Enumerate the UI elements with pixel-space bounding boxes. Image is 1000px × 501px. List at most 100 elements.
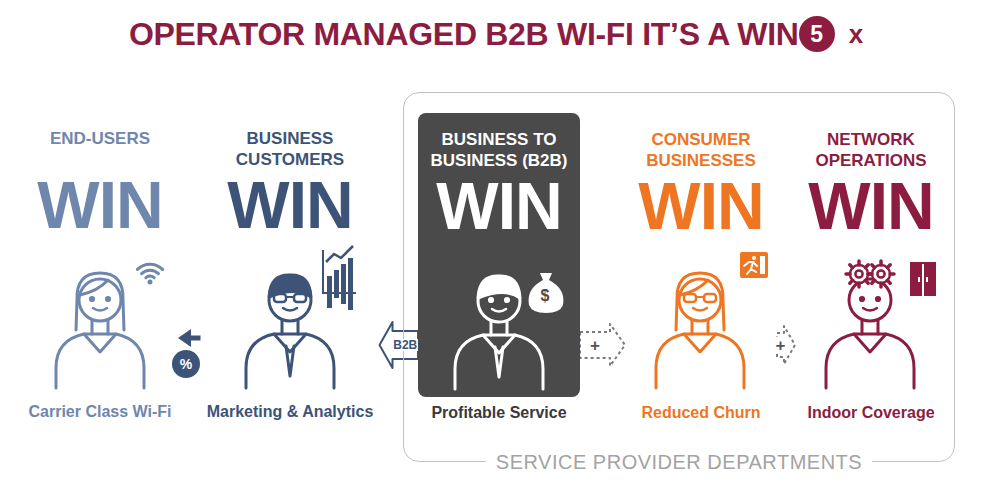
gear-tooth [872,280,875,283]
gear-hub [877,270,884,277]
gear-tooth [887,280,890,283]
block-arrow [580,324,625,366]
wifi-dot [148,280,153,285]
gear-tooth [865,280,868,283]
door-handle [918,277,920,282]
eye [860,297,863,300]
win-column: CONSUMER BUSINESSESWINReduced Churn [625,113,777,431]
exit-icon [740,252,768,278]
tie [495,347,503,377]
gear-tooth [872,265,875,268]
benefit-caption: Carrier Class Wi-Fi [28,402,171,422]
wifi-arc [137,264,162,269]
collar [274,334,306,352]
win-word: WIN [37,172,162,238]
icon-symbol: % [180,357,192,371]
count-badge: 5 [799,16,835,52]
times-sign: x [849,19,863,50]
eye [505,298,508,301]
head [849,279,891,321]
win-column: BUSINESS CUSTOMERSWIN Marketing & Analyti… [201,112,380,430]
arrow-label: + [775,337,787,354]
collar [854,334,886,352]
gear-rim [850,265,868,283]
chart-trend [326,246,353,262]
icon-symbol: $ [541,288,550,304]
exit-sign [740,252,768,278]
exit-runner-head [752,256,756,260]
benefit-caption: Marketing & Analytics [207,402,374,422]
wifi-arc [142,270,159,273]
exit-door [760,256,765,274]
gear-tooth [857,283,861,287]
hair [76,273,124,330]
gear-tooth [868,272,872,276]
gear-tooth [857,261,861,265]
glasses [704,294,716,302]
person-icon [455,276,543,389]
gear-tooth [887,265,890,268]
eye [876,297,879,300]
collar [684,334,716,352]
win-column: NETWORK OPERATIONSWIN Indoor Coverage [795,113,947,431]
chart-icon [323,246,356,310]
title-row: OPERATOR MANAGED B2B WI-FI IT’S A WIN 5 x [0,8,1000,60]
tie [286,346,294,376]
door [910,262,936,296]
torso [56,334,144,388]
gear-hub [855,270,862,277]
torso [246,334,334,388]
column-heading: CONSUMER BUSINESSES [631,129,771,171]
head [679,279,721,321]
group-label: SERVICE PROVIDER DEPARTMENTS [486,451,872,473]
person-icon [826,261,914,388]
gear-tooth [850,265,853,268]
wifi-icon [137,264,162,284]
benefit-caption: Indoor Coverage [807,403,934,423]
smile [492,309,506,312]
gear-rim [872,265,890,283]
money-bag-icon [529,273,564,313]
column-heading: BUSINESS CUSTOMERS [220,128,360,170]
gear-tooth [879,261,883,265]
person-icon [56,273,144,388]
glasses-bridge [696,296,704,298]
win-word: WIN [227,172,352,238]
benefit-caption: Profitable Service [431,403,566,423]
torso [455,335,543,389]
eye [489,298,492,301]
short-hair [478,276,520,298]
door-split [922,264,924,296]
title: OPERATOR MANAGED B2B WI-FI IT’S A WIN [129,16,799,53]
gear-icon [868,261,894,287]
fringe [680,280,708,295]
exit-runner [744,262,757,274]
gear-tooth [868,272,872,276]
gear-tooth [850,280,853,283]
column-heading: END-USERS [50,128,150,170]
head [79,279,121,321]
discount-badge [172,350,200,378]
person-icon [246,275,334,388]
collar [84,334,116,352]
smile [693,308,707,311]
column-heading: NETWORK OPERATIONS [801,129,941,171]
glasses [684,294,696,302]
glasses-bridge [286,296,294,298]
torso [656,334,744,388]
gear-tooth [846,272,850,276]
door-handle [926,277,928,282]
win-word: WIN [808,173,933,239]
smile [93,308,107,311]
department-group: BUSINESS TO BUSINESS (B2B) WIN Profitable … [403,92,955,462]
glasses [274,294,286,302]
hair [676,273,724,330]
person-icon [656,273,744,388]
column-heading: BUSINESS TO BUSINESS (B2B) [424,129,574,171]
glasses [294,294,306,302]
gear-tooth [865,265,868,268]
arrow-label: B2B [392,339,418,351]
count-number: 5 [810,23,823,46]
gear-icon [846,261,872,287]
collar [483,335,515,353]
